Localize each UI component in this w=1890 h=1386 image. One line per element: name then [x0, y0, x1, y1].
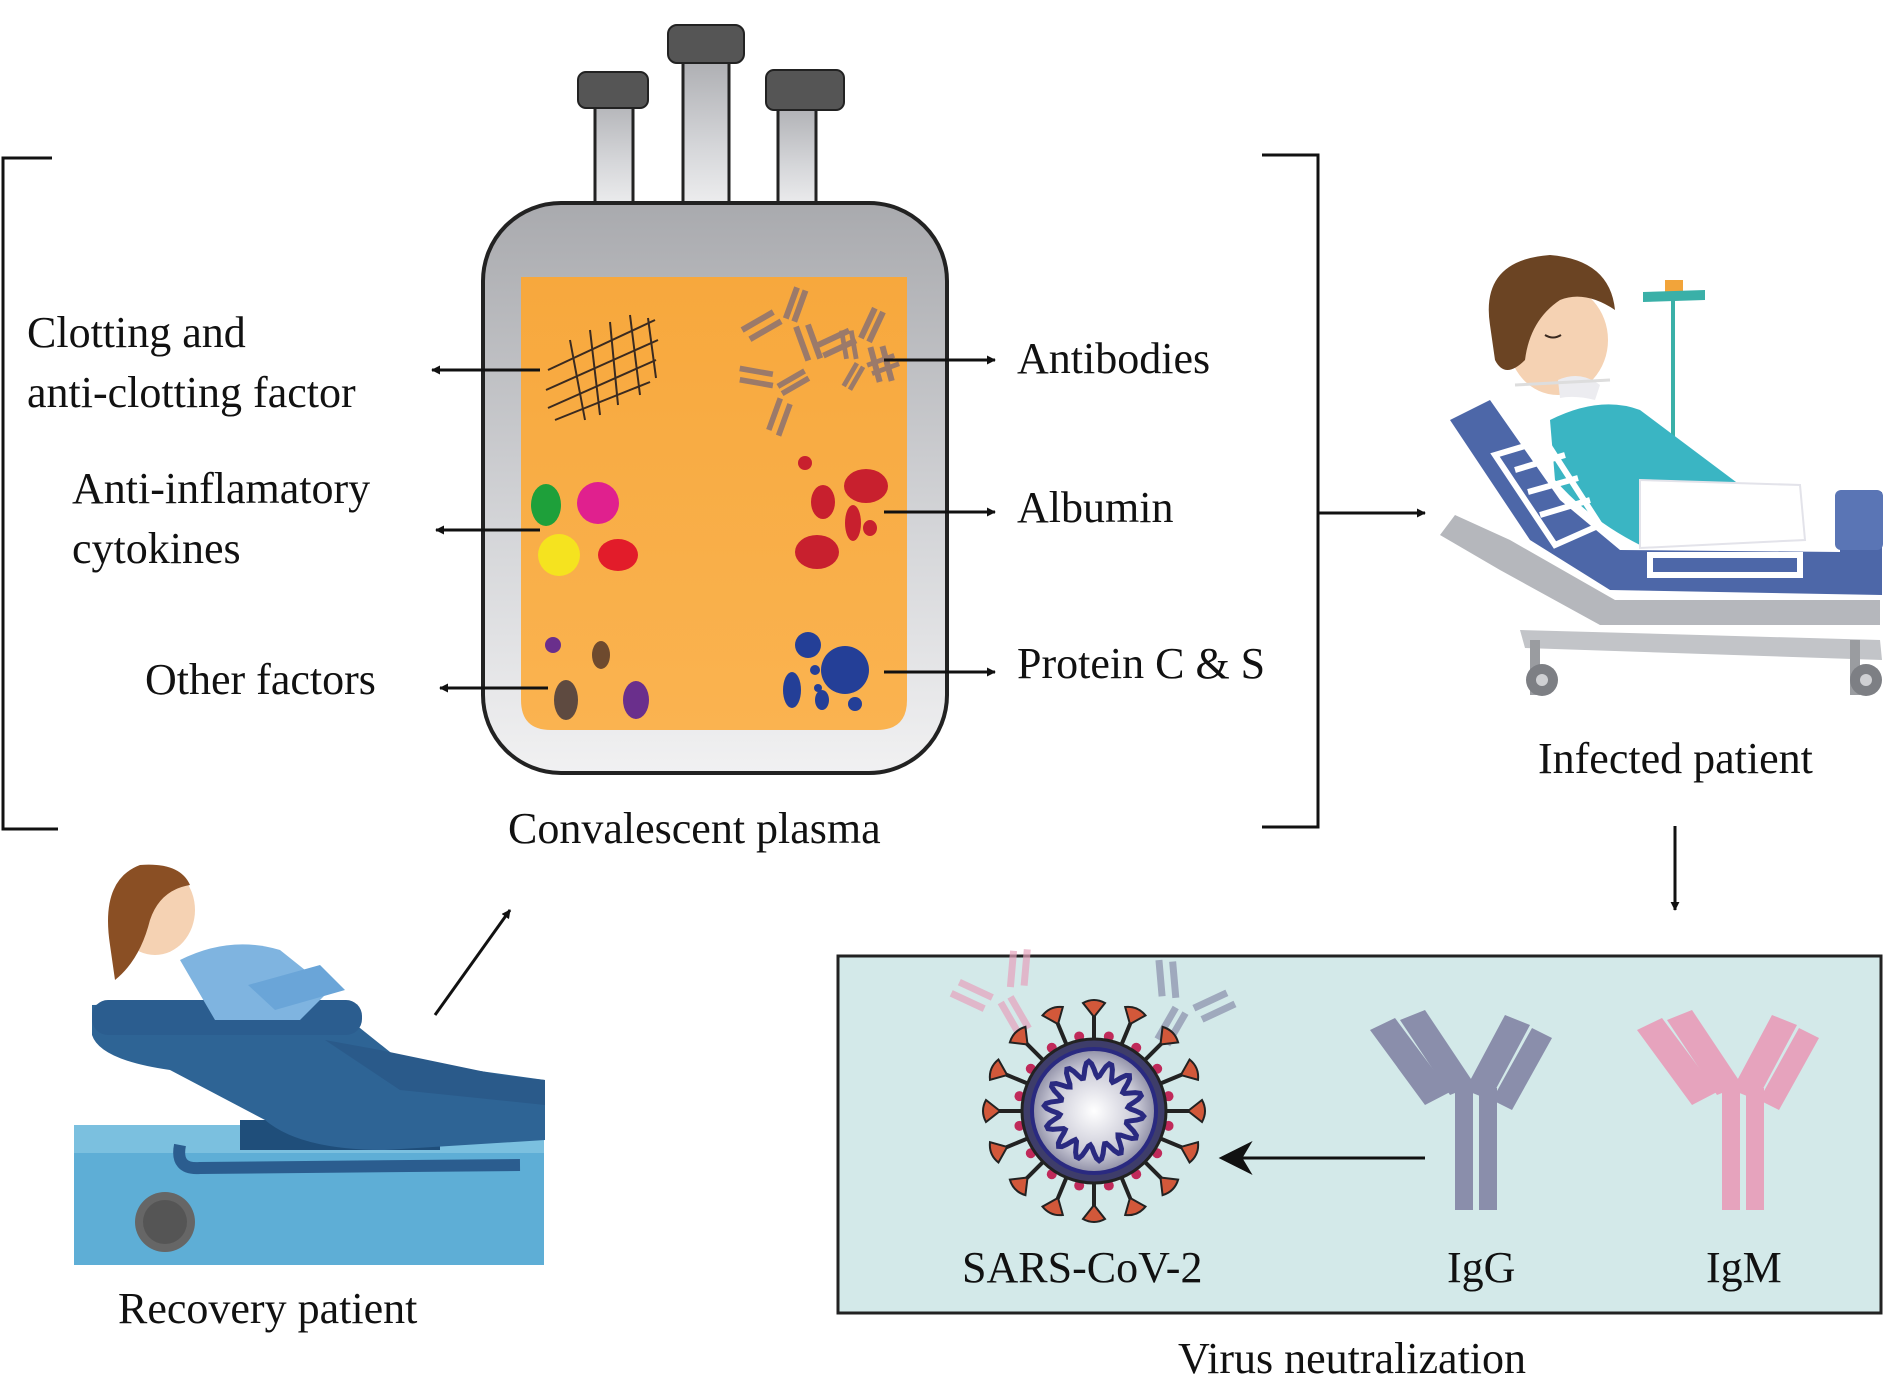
- albumin-label: Albumin: [1017, 483, 1174, 532]
- igg-antibody-icon: [1370, 1010, 1552, 1210]
- clotting-label-line1: Clotting and: [27, 308, 246, 357]
- antibodies-label: Antibodies: [1017, 334, 1211, 383]
- recliner-patient-icon: [74, 864, 545, 1265]
- neutralization-label: Virus neutralization: [1178, 1334, 1527, 1383]
- recovery-patient-label: Recovery patient: [118, 1284, 418, 1333]
- igm-label: IgM: [1706, 1243, 1782, 1292]
- igg-label: IgG: [1447, 1243, 1516, 1292]
- plasma-label: Convalescent plasma: [508, 804, 881, 853]
- clotting-label: Clotting and anti-clotting factor: [27, 303, 356, 423]
- hospital-bed-patient-icon: [1440, 255, 1883, 696]
- protein-label: Protein C & S: [1017, 639, 1266, 688]
- cytokines-label: Anti-inflamatory cytokines: [72, 459, 370, 579]
- cytokines-label-line2: cytokines: [72, 524, 241, 573]
- left-bracket: [1, 156, 58, 831]
- cytokines-label-line1: Anti-inflamatory: [72, 464, 371, 513]
- blood-plasma-bag-icon: [481, 24, 949, 775]
- other-factors-label: Other factors: [145, 655, 376, 704]
- right-bracket: [1262, 153, 1320, 829]
- clotting-label-line2: anti-clotting factor: [27, 368, 356, 417]
- coronavirus-icon: [982, 999, 1206, 1223]
- infected-patient-label: Infected patient: [1538, 734, 1813, 783]
- virus-label: SARS-CoV-2: [962, 1243, 1203, 1292]
- igm-antibody-icon: [1637, 1010, 1819, 1210]
